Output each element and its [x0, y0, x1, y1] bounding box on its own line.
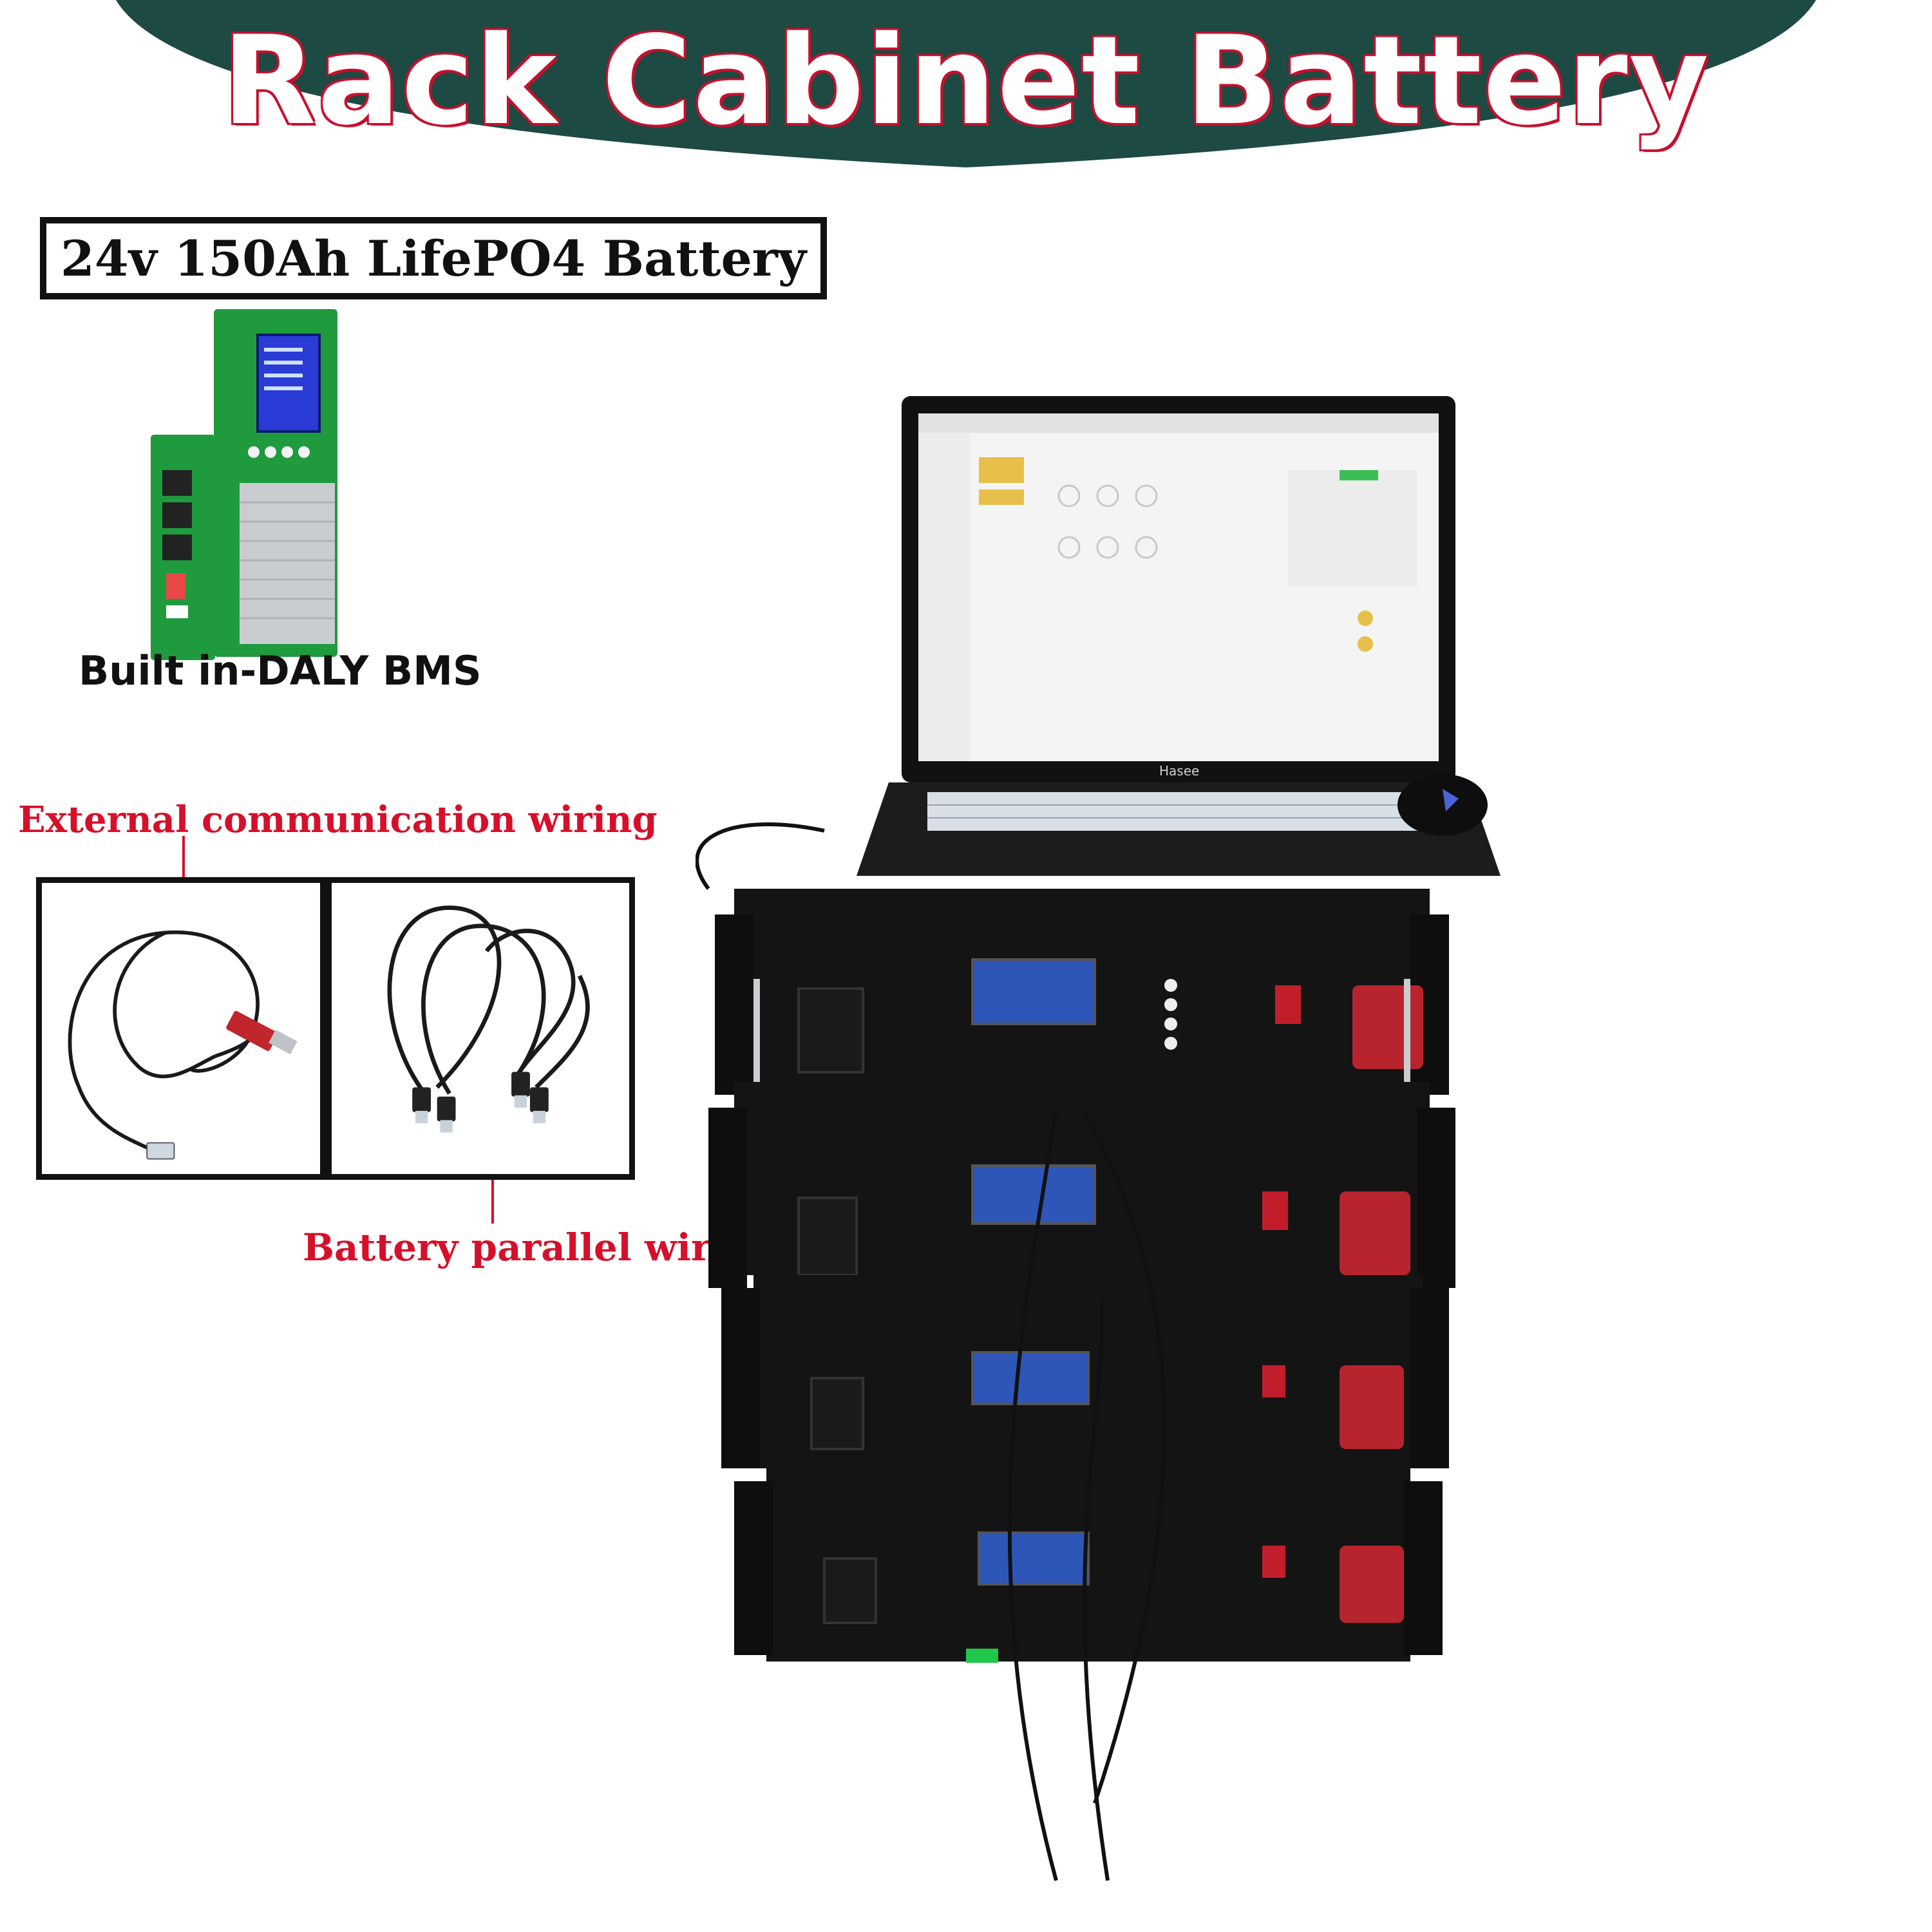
rj45-cable-icon	[387, 905, 590, 1133]
bms-label: Built in-DALY BMS	[79, 647, 482, 694]
page-title: Rack Cabinet Battery	[222, 9, 1710, 152]
battery-unit-3	[721, 1275, 1449, 1495]
parallel-wiring-label: Battery parallel wiring	[303, 1226, 779, 1269]
usb-cable-icon	[68, 930, 298, 1160]
parallel-cable-image	[326, 877, 635, 1180]
laptop-brand: Hasee	[1159, 763, 1199, 779]
external-wiring-label: External communication wiring	[18, 799, 658, 841]
rack-battery-photo: Hasee	[696, 396, 1501, 1881]
battery-unit-2	[708, 1082, 1455, 1316]
communication-cables	[696, 822, 1167, 1881]
external-cable-image	[36, 877, 326, 1180]
laptop: Hasee	[857, 396, 1501, 876]
bms-board-image	[151, 309, 337, 660]
spec-box: 24v 150Ah LifePO4 Battery	[40, 217, 827, 299]
header-banner	[116, 0, 1816, 167]
battery-unit-1	[715, 889, 1449, 1146]
